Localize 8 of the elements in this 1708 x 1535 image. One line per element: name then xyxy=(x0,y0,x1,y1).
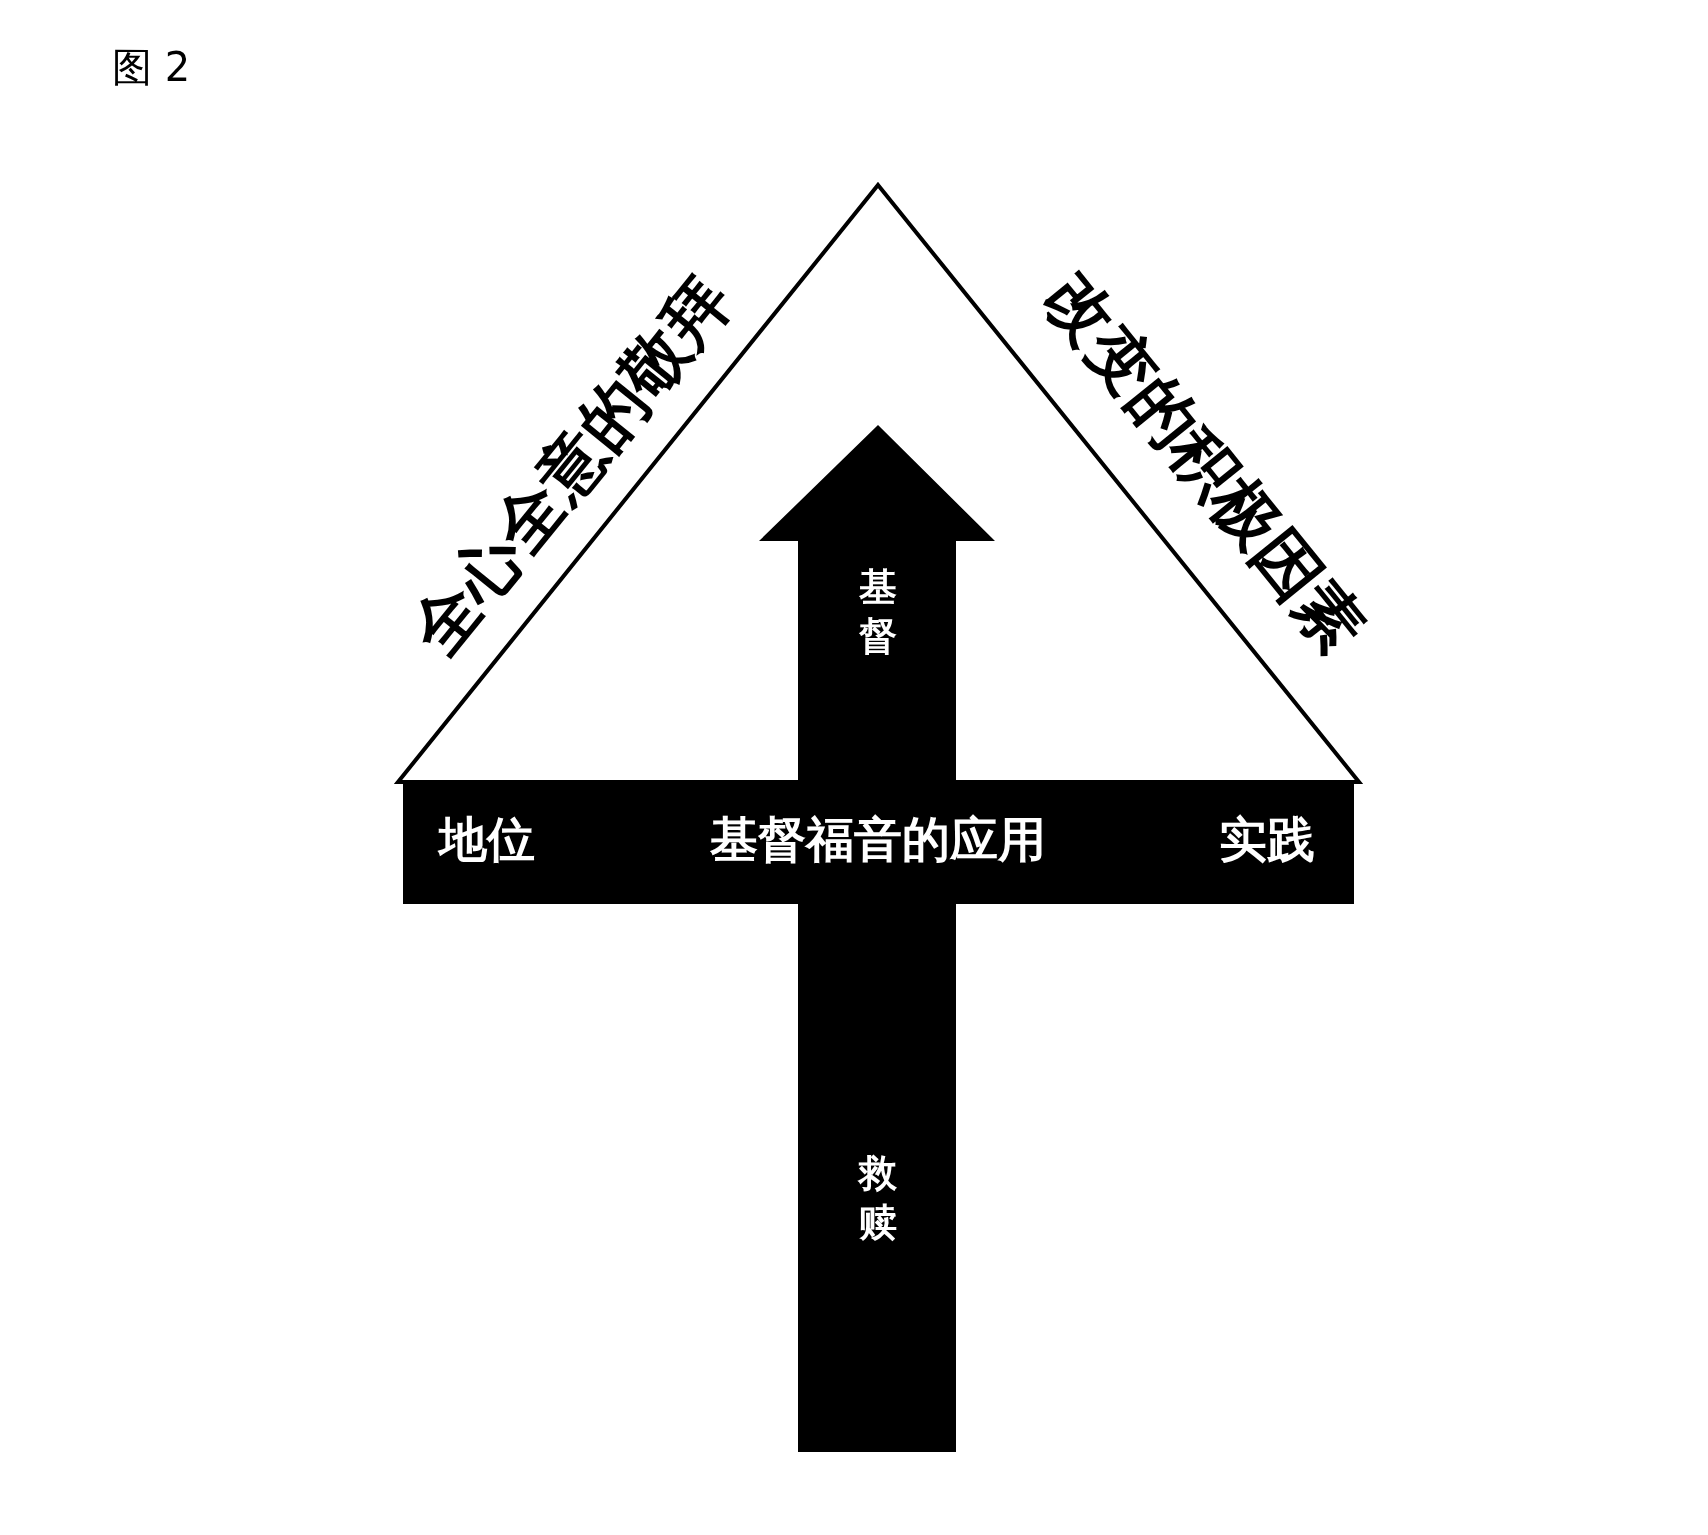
bar-label: 地位 xyxy=(439,810,535,869)
shaft-label: 救赎 xyxy=(859,1149,897,1246)
bar-label: 基督福音的应用 xyxy=(710,810,1046,869)
figure-title: 图 2 xyxy=(112,43,191,92)
side-label: 全心全意的敬拜 xyxy=(395,260,748,672)
side-label: 改变的积极因素 xyxy=(1028,257,1381,669)
arrow-label: 基督 xyxy=(859,563,897,660)
bar-label: 实践 xyxy=(1219,810,1315,869)
